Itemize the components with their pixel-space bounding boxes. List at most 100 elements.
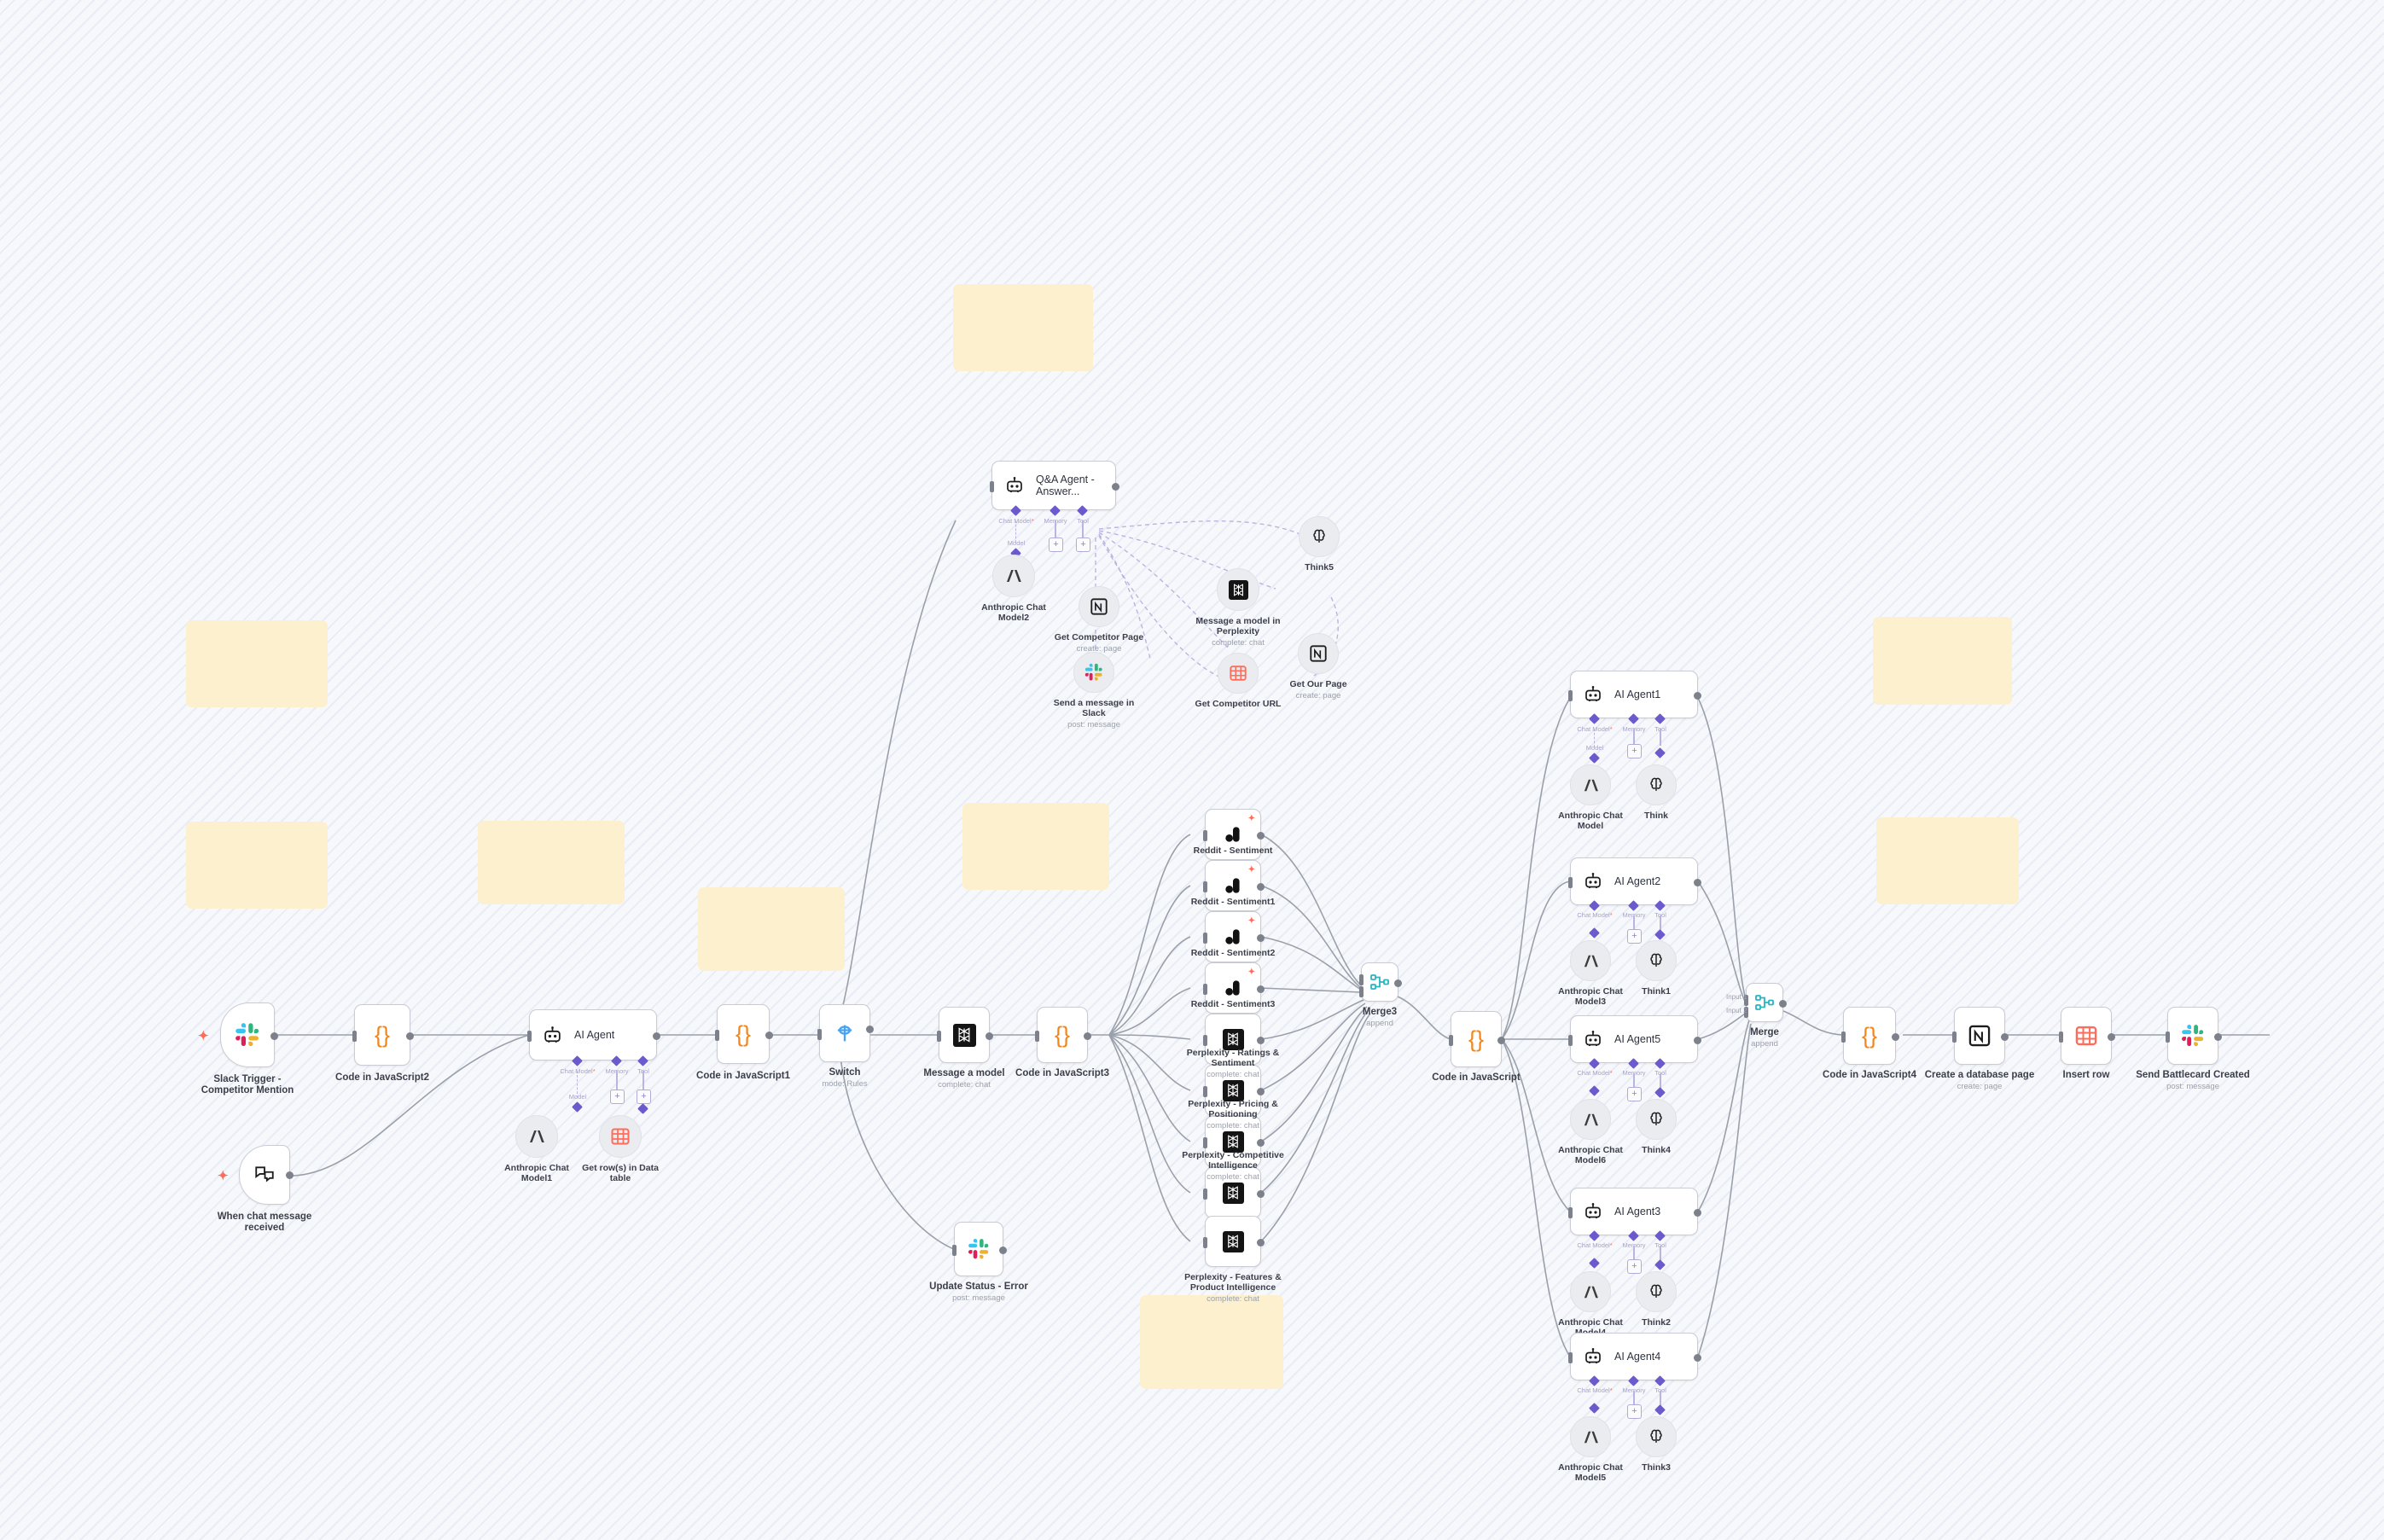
think3-body[interactable]: [1636, 1416, 1677, 1457]
output-port[interactable]: [1694, 1037, 1701, 1044]
output-port[interactable]: [1257, 985, 1265, 993]
qa-agent-body[interactable]: Q&A Agent - Answer...: [990, 461, 1119, 510]
node-anthropic-chat-model4[interactable]: Anthropic Chat Model4: [1558, 1271, 1623, 1338]
anthropic-model6-body[interactable]: [1570, 1099, 1611, 1140]
node-px-ratings[interactable]: Perplexity - Ratings & Sentiment complet…: [1187, 1048, 1279, 1116]
sticky-note[interactable]: [186, 822, 328, 909]
input-port[interactable]: [352, 1031, 357, 1042]
px-features-body[interactable]: [1203, 1216, 1265, 1267]
add-memory-button[interactable]: +: [610, 1090, 625, 1104]
create-db-page-body[interactable]: [1952, 1007, 2009, 1065]
node-when-chat-message[interactable]: ✦ When chat message received: [218, 1145, 311, 1233]
input-port[interactable]: [2059, 1032, 2063, 1043]
input-port-2[interactable]: [1744, 1007, 1748, 1018]
node-insert-row[interactable]: Insert row: [2059, 1007, 2115, 1080]
output-port[interactable]: [1112, 483, 1119, 491]
ai-agent3-body[interactable]: AI Agent3: [1568, 1188, 1701, 1235]
output-port[interactable]: [1257, 1088, 1265, 1095]
input-port[interactable]: [990, 481, 994, 492]
add-memory-button[interactable]: +: [1627, 1087, 1642, 1101]
get-our-page-body[interactable]: [1298, 633, 1339, 674]
output-port[interactable]: [1779, 1000, 1787, 1008]
node-think2[interactable]: Think2: [1636, 1271, 1677, 1328]
node-switch[interactable]: Switch mode: Rules: [817, 1004, 874, 1089]
add-memory-button[interactable]: +: [1627, 929, 1642, 944]
output-port[interactable]: [653, 1032, 660, 1040]
input-port[interactable]: [1203, 1086, 1207, 1097]
node-slack-trigger[interactable]: ✦ Slack Trigger - Competitor Mention: [198, 1002, 294, 1095]
input-port[interactable]: [1203, 1137, 1207, 1148]
input-port[interactable]: [1203, 1035, 1207, 1046]
get-competitor-page-body[interactable]: [1079, 586, 1119, 627]
node-code-js2[interactable]: {} Code in JavaScript2: [335, 1004, 429, 1083]
input-port[interactable]: [1952, 1032, 1957, 1043]
ai-agent-body[interactable]: AI Agent: [527, 1009, 660, 1061]
tool-connector-lower[interactable]: [1654, 1404, 1666, 1415]
px-pricing-body[interactable]: [1203, 1116, 1265, 1167]
send-battlecard-body[interactable]: [2166, 1007, 2222, 1065]
output-port[interactable]: [1497, 1037, 1505, 1044]
input-port[interactable]: [1568, 1035, 1573, 1046]
node-pin-icon[interactable]: ✦: [1247, 916, 1255, 926]
add-memory-button[interactable]: +: [1049, 538, 1063, 552]
node-code-js3[interactable]: {} Code in JavaScript3: [1015, 1007, 1109, 1078]
reddit-2-body[interactable]: ✦: [1203, 911, 1265, 962]
input-port-2[interactable]: [1359, 986, 1364, 997]
output-port[interactable]: [1694, 1354, 1701, 1362]
ai-agent1-body[interactable]: AI Agent1: [1568, 671, 1701, 718]
node-reddit-4[interactable]: Reddit - Sentiment3: [1191, 999, 1275, 1065]
output-port[interactable]: [1257, 1037, 1265, 1044]
code-js1-body[interactable]: {}: [715, 1004, 773, 1064]
model-connector[interactable]: [1589, 1258, 1600, 1269]
think-body[interactable]: [1636, 764, 1677, 805]
input-port[interactable]: [817, 1029, 822, 1040]
reddit-1-body[interactable]: ✦: [1203, 860, 1265, 911]
node-get-our-page[interactable]: Get Our Page create: page: [1289, 633, 1347, 700]
trigger-plus-icon[interactable]: ✦: [198, 1029, 209, 1043]
node-merge3[interactable]: Merge3 append: [1359, 962, 1402, 1028]
input-port-1[interactable]: [1744, 995, 1748, 1006]
merge3-body[interactable]: [1359, 962, 1402, 1002]
sticky-note[interactable]: [1873, 617, 2012, 705]
node-qa-agent[interactable]: Q&A Agent - Answer... Chat Model Model M…: [990, 461, 1119, 559]
anthropic-model1-body[interactable]: [515, 1115, 558, 1158]
add-tool-button[interactable]: +: [637, 1090, 651, 1104]
node-get-rows-datatable[interactable]: Get row(s) in Data table: [582, 1115, 659, 1183]
output-port-1[interactable]: [866, 1026, 874, 1033]
output-port[interactable]: [2108, 1033, 2115, 1041]
output-port[interactable]: [1257, 1190, 1265, 1198]
node-reddit-3[interactable]: ✦ Reddit - Sentiment2: [1191, 948, 1275, 1014]
input-port[interactable]: [1203, 881, 1207, 892]
node-get-competitor-page[interactable]: Get Competitor Page create: page: [1055, 586, 1143, 654]
node-px-features[interactable]: Perplexity - Features & Product Intellig…: [1184, 1216, 1282, 1304]
node-ai-agent[interactable]: AI Agent Chat Model Model Memory + Tool …: [527, 1009, 660, 1114]
input-port[interactable]: [1449, 1035, 1453, 1046]
node-code-js1[interactable]: {} Code in JavaScript1: [696, 1004, 790, 1081]
output-port[interactable]: [1257, 1139, 1265, 1147]
output-port[interactable]: [986, 1032, 993, 1040]
output-port[interactable]: [406, 1032, 414, 1040]
sticky-note[interactable]: [953, 284, 1093, 371]
output-port[interactable]: [1892, 1033, 1899, 1041]
anthropic-model5-body[interactable]: [1570, 1416, 1611, 1457]
ai-agent4-body[interactable]: AI Agent4: [1568, 1333, 1701, 1380]
tool-connector-lower[interactable]: [1654, 747, 1666, 758]
add-tool-button[interactable]: +: [1076, 538, 1090, 552]
node-pin-icon[interactable]: ✦: [1247, 968, 1255, 977]
output-port[interactable]: [1694, 692, 1701, 700]
input-port[interactable]: [1568, 1207, 1573, 1218]
node-think1[interactable]: Think1: [1636, 940, 1677, 997]
px-ratings-body[interactable]: [1203, 1065, 1265, 1116]
add-memory-button[interactable]: +: [1627, 1259, 1642, 1274]
think2-body[interactable]: [1636, 1271, 1677, 1312]
trigger-plus-icon[interactable]: ✦: [218, 1169, 229, 1183]
model-connector[interactable]: [1589, 753, 1600, 764]
node-pin-icon[interactable]: ✦: [1247, 814, 1255, 823]
ai-agent2-body[interactable]: AI Agent2: [1568, 857, 1701, 905]
sticky-note[interactable]: [698, 887, 845, 971]
output-port[interactable]: [765, 1032, 773, 1039]
input-port[interactable]: [1203, 933, 1207, 944]
input-port[interactable]: [1568, 877, 1573, 888]
ai-agent5-body[interactable]: AI Agent5: [1568, 1015, 1701, 1063]
message-a-model-body[interactable]: [937, 1007, 993, 1063]
